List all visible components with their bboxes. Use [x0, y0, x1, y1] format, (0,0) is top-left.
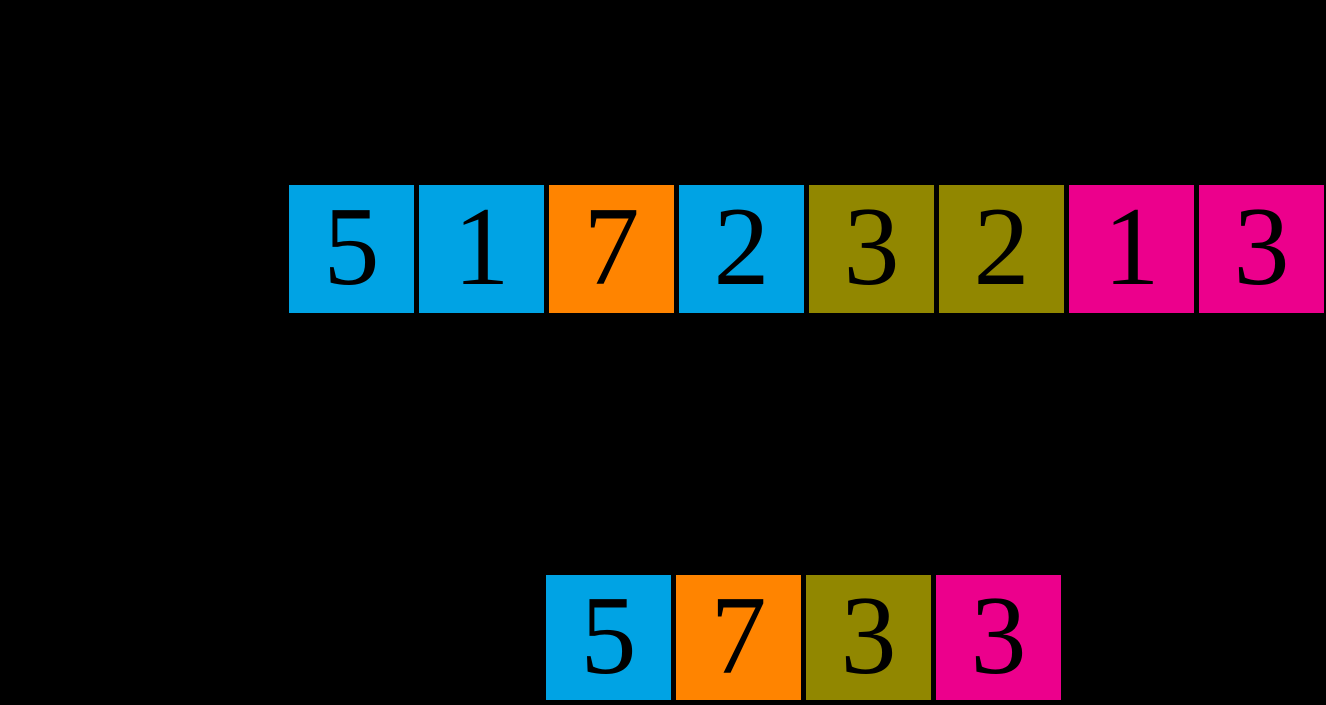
array-cell: 2 — [939, 185, 1064, 313]
output-array: 5 7 3 3 — [546, 575, 1061, 700]
cell-value: 3 — [970, 573, 1027, 698]
array-cell: 7 — [549, 185, 674, 313]
array-cell: 3 — [1199, 185, 1324, 313]
array-cell: 2 — [679, 185, 804, 313]
array-cell: 1 — [419, 185, 544, 313]
cell-value: 7 — [710, 573, 767, 698]
array-cell: 7 — [676, 575, 801, 700]
array-cell: 1 — [1069, 185, 1194, 313]
array-cell: 3 — [809, 185, 934, 313]
cell-value: 2 — [973, 185, 1030, 309]
array-cell: 3 — [936, 575, 1061, 700]
cell-value: 2 — [713, 185, 770, 309]
cell-value: 3 — [1233, 185, 1290, 309]
cell-value: 5 — [580, 573, 637, 698]
input-array: 5 1 7 2 3 2 1 3 — [289, 185, 1324, 313]
cell-value: 1 — [453, 185, 510, 309]
array-cell: 3 — [806, 575, 931, 700]
cell-value: 3 — [840, 573, 897, 698]
cell-value: 7 — [583, 185, 640, 309]
array-cell: 5 — [289, 185, 414, 313]
cell-value: 1 — [1103, 185, 1160, 309]
cell-value: 3 — [843, 185, 900, 309]
cell-value: 5 — [323, 185, 380, 309]
array-cell: 5 — [546, 575, 671, 700]
